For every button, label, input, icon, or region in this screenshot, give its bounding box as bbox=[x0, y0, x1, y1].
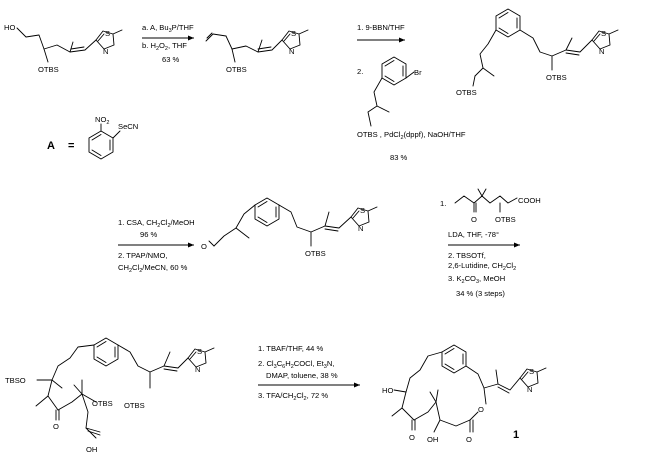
macrolactone-1-structure: HO O OH O O S N 1 bbox=[382, 344, 547, 444]
product-lactone-o: O bbox=[466, 435, 472, 444]
step3-reagent-1: 1. CSA, CH2Cl2/MeOH bbox=[118, 218, 195, 229]
seco-oh: OH bbox=[86, 445, 97, 454]
step4-reagent-4: 3. K2CO3, MeOH bbox=[448, 274, 505, 285]
cooh-label: COOH bbox=[518, 196, 541, 205]
step2-reagent-3: OTBS , PdCl2(dppf), NaOH/THF bbox=[357, 130, 466, 141]
aldehyde-structure: O OTBS S N bbox=[201, 197, 378, 258]
step4-reagent-1: LDA, THF, -78° bbox=[448, 230, 499, 239]
ho-label: HO bbox=[4, 23, 15, 32]
product-ketone-o: O bbox=[409, 433, 415, 442]
step3-reagent-2: 2. TPAP/NMO, bbox=[118, 251, 168, 260]
seco-otbs-2: OTBS bbox=[124, 401, 145, 410]
thiazole-s-3: S bbox=[601, 29, 606, 38]
step5-reagent-2: 2. Cl3C6H2COCl, Et3N, bbox=[258, 359, 334, 370]
thiazole-s-6: S bbox=[529, 367, 534, 376]
step1-arrow-group: a. A, Bu3P/THF b. H2O2, THF 63 % bbox=[142, 23, 194, 64]
thiazole-s-4: S bbox=[360, 206, 365, 215]
thiazole-s-5: S bbox=[197, 347, 202, 356]
thiazole-s: S bbox=[105, 29, 110, 38]
step4-reagent-3: 2,6-Lutidine, CH2Cl2 bbox=[448, 261, 516, 272]
selenocyanate-label: SeCN bbox=[118, 122, 138, 131]
step2-reagent-2-num: 2. bbox=[357, 67, 363, 76]
aldehyde-o: O bbox=[201, 242, 207, 251]
thiazole-n-2: N bbox=[289, 47, 294, 56]
thiazole-s-2: S bbox=[291, 29, 296, 38]
seco-otbs-1: OTBS bbox=[92, 399, 113, 408]
otbs-label-2: OTBS bbox=[226, 65, 247, 74]
reagent-a-structure: A = NO2 SeCN bbox=[47, 115, 138, 160]
step2-yield: 83 % bbox=[390, 153, 408, 162]
otbs-label-3: OTBS bbox=[456, 88, 477, 97]
step4-reagent-2: 2. TBSOTf, bbox=[448, 251, 486, 260]
step4-arrow-group: 1. O OTBS COOH LDA, THF, -78° 2. TBSOTf,… bbox=[440, 188, 541, 298]
thiazole-n: N bbox=[103, 47, 108, 56]
seco-ketone-o: O bbox=[53, 422, 59, 431]
ketone-o: O bbox=[471, 215, 477, 224]
step5-reagent-4: 3. TFA/CH2Cl2, 72 % bbox=[258, 391, 328, 402]
step3-arrow-group: 1. CSA, CH2Cl2/MeOH 96 % 2. TPAP/NMO, CH… bbox=[118, 218, 195, 274]
step3-yield-1: 96 % bbox=[140, 230, 158, 239]
product-oh-1: HO bbox=[382, 386, 393, 395]
step1-yield: 63 % bbox=[162, 55, 180, 64]
step5-reagent-3: DMAP, toluene, 38 % bbox=[266, 371, 338, 380]
step2-arrow-group: 1. 9-BBN/THF 2. Br OTBS , PdCl2(dppf), N… bbox=[357, 23, 466, 162]
nitro-label: NO2 bbox=[95, 115, 109, 126]
thiazole-n-6: N bbox=[527, 385, 532, 394]
starting-alcohol-structure: HO OTBS S N bbox=[4, 23, 123, 74]
product-ring-o: O bbox=[478, 405, 484, 414]
equals-sign: = bbox=[68, 140, 74, 152]
step3-reagent-3: CH2Cl2/MeCN, 60 % bbox=[118, 263, 188, 274]
product-oh-2: OH bbox=[427, 435, 438, 444]
otbs-label-4: OTBS bbox=[546, 73, 567, 82]
thiazole-n-5: N bbox=[195, 365, 200, 374]
seco-acid-structure: TBSO O OTBS OH OTBS S N bbox=[5, 337, 215, 454]
thiazole-n-3: N bbox=[599, 47, 604, 56]
bromo-label: Br bbox=[414, 68, 422, 77]
alkene-intermediate-structure: OTBS S N bbox=[205, 29, 309, 74]
tbso-label: TBSO bbox=[5, 376, 26, 385]
step2-reagent-1: 1. 9-BBN/THF bbox=[357, 23, 405, 32]
otbs-label: OTBS bbox=[38, 65, 59, 74]
step1-reagent-a: a. A, Bu3P/THF bbox=[142, 23, 194, 34]
step4-reagent-1-num: 1. bbox=[440, 199, 446, 208]
step4-yield: 34 % (3 steps) bbox=[456, 289, 505, 298]
step1-reagent-b: b. H2O2, THF bbox=[142, 41, 187, 52]
thiazole-n-4: N bbox=[358, 224, 363, 233]
otbs-label-5: OTBS bbox=[305, 249, 326, 258]
reagent-a-label: A bbox=[47, 140, 55, 152]
step4-otbs: OTBS bbox=[495, 215, 516, 224]
step5-arrow-group: 1. TBAF/THF, 44 % 2. Cl3C6H2COCl, Et3N, … bbox=[258, 344, 360, 402]
coupled-product-structure: OTBS OTBS S N bbox=[456, 8, 619, 97]
step5-reagent-1: 1. TBAF/THF, 44 % bbox=[258, 344, 324, 353]
compound-number: 1 bbox=[513, 429, 519, 441]
